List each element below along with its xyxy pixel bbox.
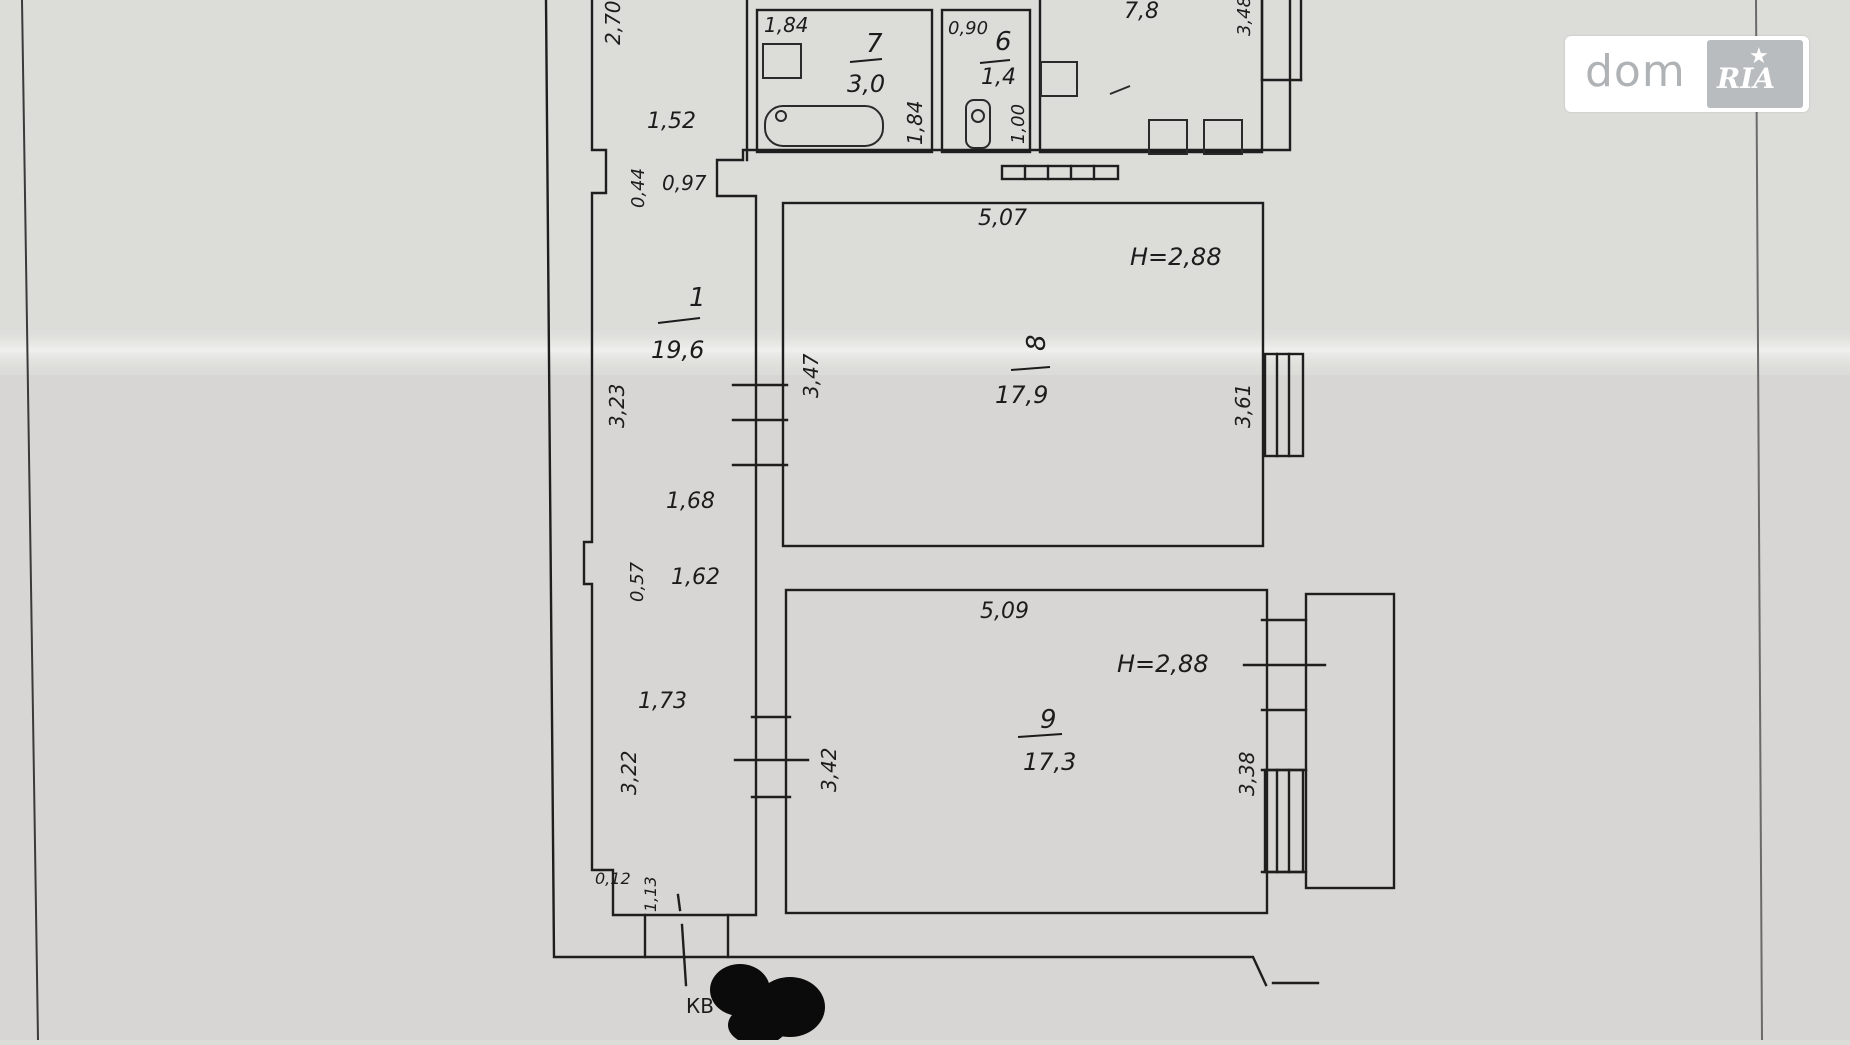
dim-corridor-width-low: 1,62	[671, 565, 720, 590]
room-1-number: 1	[689, 283, 706, 313]
paper-fold	[0, 325, 1850, 375]
toilet-bowl-icon	[971, 109, 985, 123]
room-6-fraction-bar	[979, 59, 1011, 64]
bathtub-icon	[764, 105, 884, 147]
room-9-outline	[784, 588, 1269, 915]
dim-room-9-depth-left: 3,42	[817, 747, 841, 792]
page-border-right	[1755, 0, 1763, 1041]
dim-corridor-width-mid: 1,68	[666, 489, 715, 514]
dom-ria-watermark: dom ★ RIA	[1565, 36, 1809, 112]
toilet-outline	[940, 8, 1032, 154]
room-7-area: 3,0	[847, 70, 885, 98]
room-9-number: 9	[1040, 705, 1057, 735]
room-7-number: 7	[866, 29, 883, 59]
kitchen-sink-icon	[1040, 61, 1078, 97]
redaction-blot-part	[710, 964, 770, 1016]
corridor-outline	[582, 0, 1292, 917]
room-8-number: 8	[1022, 334, 1052, 351]
kitchen-area: 7,8	[1124, 0, 1159, 24]
room-9-fraction-bar	[1017, 733, 1063, 738]
plan-labels: 1 19,6 6 1,4 7 3,0 8 17,9 9 17,3 7,8 H=2…	[595, 0, 1259, 1018]
dim-corridor-depth-bottom: 3,22	[617, 750, 641, 795]
room-1-fraction-bar	[657, 317, 701, 324]
vent-bar	[1000, 164, 1120, 181]
stove-icon-2	[1203, 119, 1243, 155]
entrance-marker	[680, 923, 688, 987]
room-8-window	[1263, 352, 1305, 458]
dim-entrance-offset: 0,12	[595, 869, 631, 888]
dim-bathroom-width: 1,84	[764, 13, 809, 37]
room-1-area: 19,6	[651, 336, 704, 364]
dim-room-8-depth-left: 3,47	[799, 353, 823, 398]
page-border-left	[21, 0, 39, 1041]
room-8-area: 17,9	[995, 381, 1048, 409]
room-9-window	[1263, 768, 1305, 874]
room-6-number: 6	[995, 27, 1012, 57]
dim-room-8-depth-right: 3,61	[1231, 383, 1255, 428]
bathtub-drain-icon	[775, 110, 787, 122]
dim-corridor-depth-mid: 3,23	[605, 383, 629, 428]
ria-logo-text: RIA	[1717, 62, 1776, 95]
ria-logo-icon: ★ RIA	[1707, 40, 1803, 108]
paper-lower-tone	[0, 375, 1850, 1045]
redaction-blot	[710, 964, 825, 1045]
room-6-area: 1,4	[981, 65, 1016, 90]
sink-icon	[762, 43, 802, 79]
dim-bathroom-depth: 1,84	[903, 100, 927, 145]
kitchen-mark	[1109, 85, 1131, 95]
dim-toilet-width: 0,90	[948, 18, 988, 39]
dim-passage-width: 0,97	[662, 171, 707, 195]
walls	[544, 0, 1396, 987]
room-9-height: H=2,88	[1117, 650, 1209, 678]
dim-room-9-depth-right: 3,38	[1235, 751, 1259, 796]
dim-corridor-width-bottom: 1,73	[638, 689, 687, 714]
toilet-icon	[965, 99, 991, 149]
balcony-outline	[1304, 592, 1396, 890]
dim-room-8-width: 5,07	[978, 206, 1027, 231]
room-9-area: 17,3	[1023, 748, 1076, 776]
outer-wall	[544, 0, 1268, 987]
dim-kitchen-depth: 3,48	[1234, 0, 1255, 36]
dim-entrance-depth: 1,13	[641, 876, 660, 912]
room-8-outline	[781, 201, 1265, 548]
watermark-text: dom	[1585, 46, 1686, 97]
room-8-fraction-bar	[1010, 366, 1051, 371]
room-7-fraction-bar	[849, 58, 883, 63]
dim-niche-top: 0,44	[628, 168, 649, 208]
dim-corridor-width-top: 1,52	[647, 109, 696, 134]
dim-room-9-width: 5,09	[980, 599, 1029, 624]
apartment-label: КВ	[686, 994, 714, 1018]
ria-star-icon: ★	[1749, 44, 1769, 69]
dim-niche-bottom: 0,57	[627, 561, 648, 602]
bathroom-outline	[755, 8, 934, 154]
room-8-height: H=2,88	[1130, 243, 1222, 271]
dim-toilet-depth: 1,00	[1008, 104, 1029, 144]
fixtures	[762, 43, 1243, 155]
dim-corridor-top: 2,70	[601, 0, 625, 45]
entrance-tick	[676, 893, 682, 912]
stove-icon	[1148, 119, 1188, 155]
redaction-blot-part-3	[728, 1005, 788, 1045]
